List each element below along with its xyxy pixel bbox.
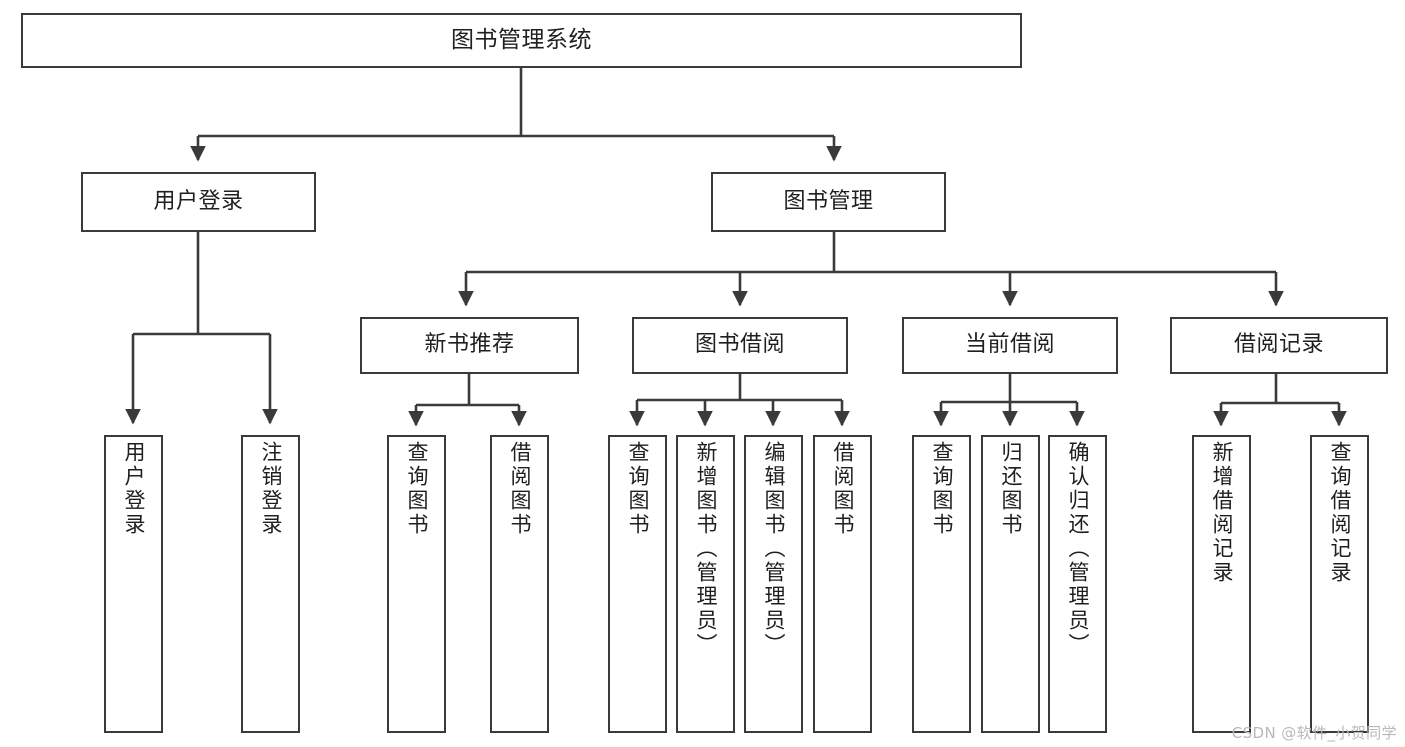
node-label: 编辑图书（管理员） (762, 441, 786, 657)
node-label: 查询图书 (626, 441, 650, 537)
leaf-book-borrow-query[interactable]: 查询图书 (608, 435, 667, 733)
node-label: 查询图书 (405, 441, 429, 537)
leaf-book-borrow-borrow[interactable]: 借阅图书 (813, 435, 872, 733)
node-new-book-recommend[interactable]: 新书推荐 (360, 317, 579, 374)
node-book-borrow[interactable]: 图书借阅 (632, 317, 848, 374)
leaf-borrow-record-query[interactable]: 查询借阅记录 (1310, 435, 1369, 733)
leaf-current-borrow-return[interactable]: 归还图书 (981, 435, 1040, 733)
node-label: 用户登录 (122, 441, 146, 537)
leaf-user-login-logout[interactable]: 注销登录 (241, 435, 300, 733)
node-label: 注销登录 (259, 441, 283, 537)
leaf-book-borrow-add[interactable]: 新增图书（管理员） (676, 435, 735, 733)
node-label: 用户登录 (153, 188, 244, 214)
leaf-user-login-login[interactable]: 用户登录 (104, 435, 163, 733)
node-label: 归还图书 (999, 441, 1023, 537)
node-label: 新增借阅记录 (1210, 441, 1234, 585)
node-label: 图书管理 (783, 188, 874, 214)
node-label: 借阅图书 (831, 441, 855, 537)
watermark: CSDN @软件_小贺同学 (1231, 724, 1397, 742)
node-label: 图书借阅 (694, 332, 785, 358)
node-label: 图书管理系统 (451, 26, 592, 53)
node-borrow-record[interactable]: 借阅记录 (1170, 317, 1388, 374)
node-label: 确认归还（管理员） (1066, 441, 1090, 657)
node-label: 新书推荐 (424, 332, 515, 358)
node-label: 查询图书 (930, 441, 954, 537)
leaf-current-borrow-query[interactable]: 查询图书 (912, 435, 971, 733)
node-label: 新增图书（管理员） (694, 441, 718, 657)
node-user-login[interactable]: 用户登录 (81, 172, 316, 232)
node-book-management[interactable]: 图书管理 (711, 172, 946, 232)
node-current-borrow[interactable]: 当前借阅 (902, 317, 1118, 374)
leaf-new-book-query[interactable]: 查询图书 (387, 435, 446, 733)
node-label: 借阅图书 (508, 441, 532, 537)
leaf-current-borrow-confirm-return[interactable]: 确认归还（管理员） (1048, 435, 1107, 733)
leaf-borrow-record-add[interactable]: 新增借阅记录 (1192, 435, 1251, 733)
node-root-system[interactable]: 图书管理系统 (21, 13, 1022, 68)
node-label: 查询借阅记录 (1328, 441, 1352, 585)
leaf-new-book-borrow[interactable]: 借阅图书 (490, 435, 549, 733)
node-label: 借阅记录 (1233, 332, 1324, 358)
leaf-book-borrow-edit[interactable]: 编辑图书（管理员） (744, 435, 803, 733)
node-label: 当前借阅 (964, 332, 1055, 358)
